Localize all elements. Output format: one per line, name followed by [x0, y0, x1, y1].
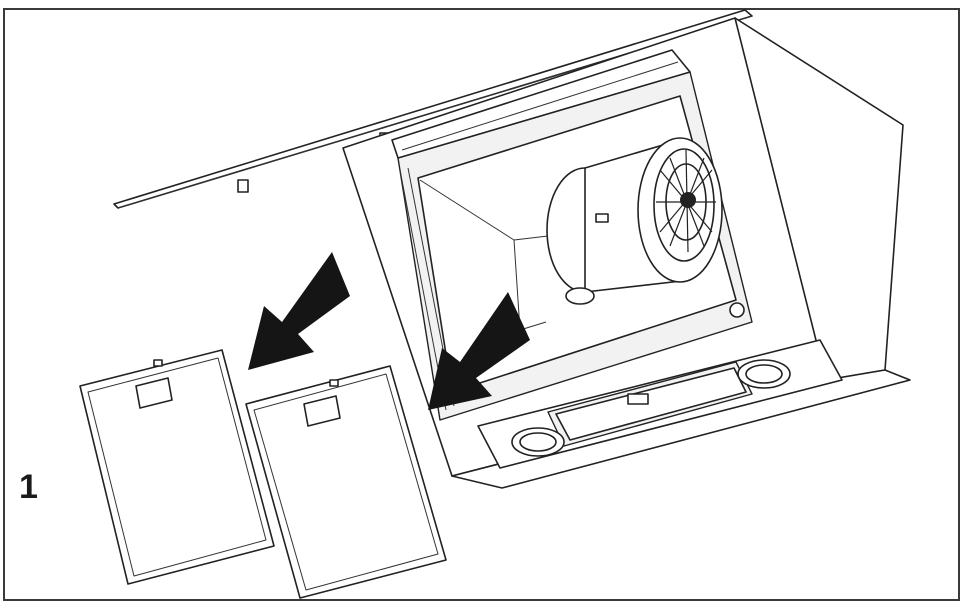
fan-motor [546, 137, 723, 305]
step-number: 1 [19, 468, 38, 506]
down-left-arrow [428, 292, 530, 410]
grease-filter [245, 365, 447, 599]
grease-filter [79, 349, 275, 585]
down-left-arrow [248, 252, 350, 370]
control-panel [477, 339, 843, 469]
